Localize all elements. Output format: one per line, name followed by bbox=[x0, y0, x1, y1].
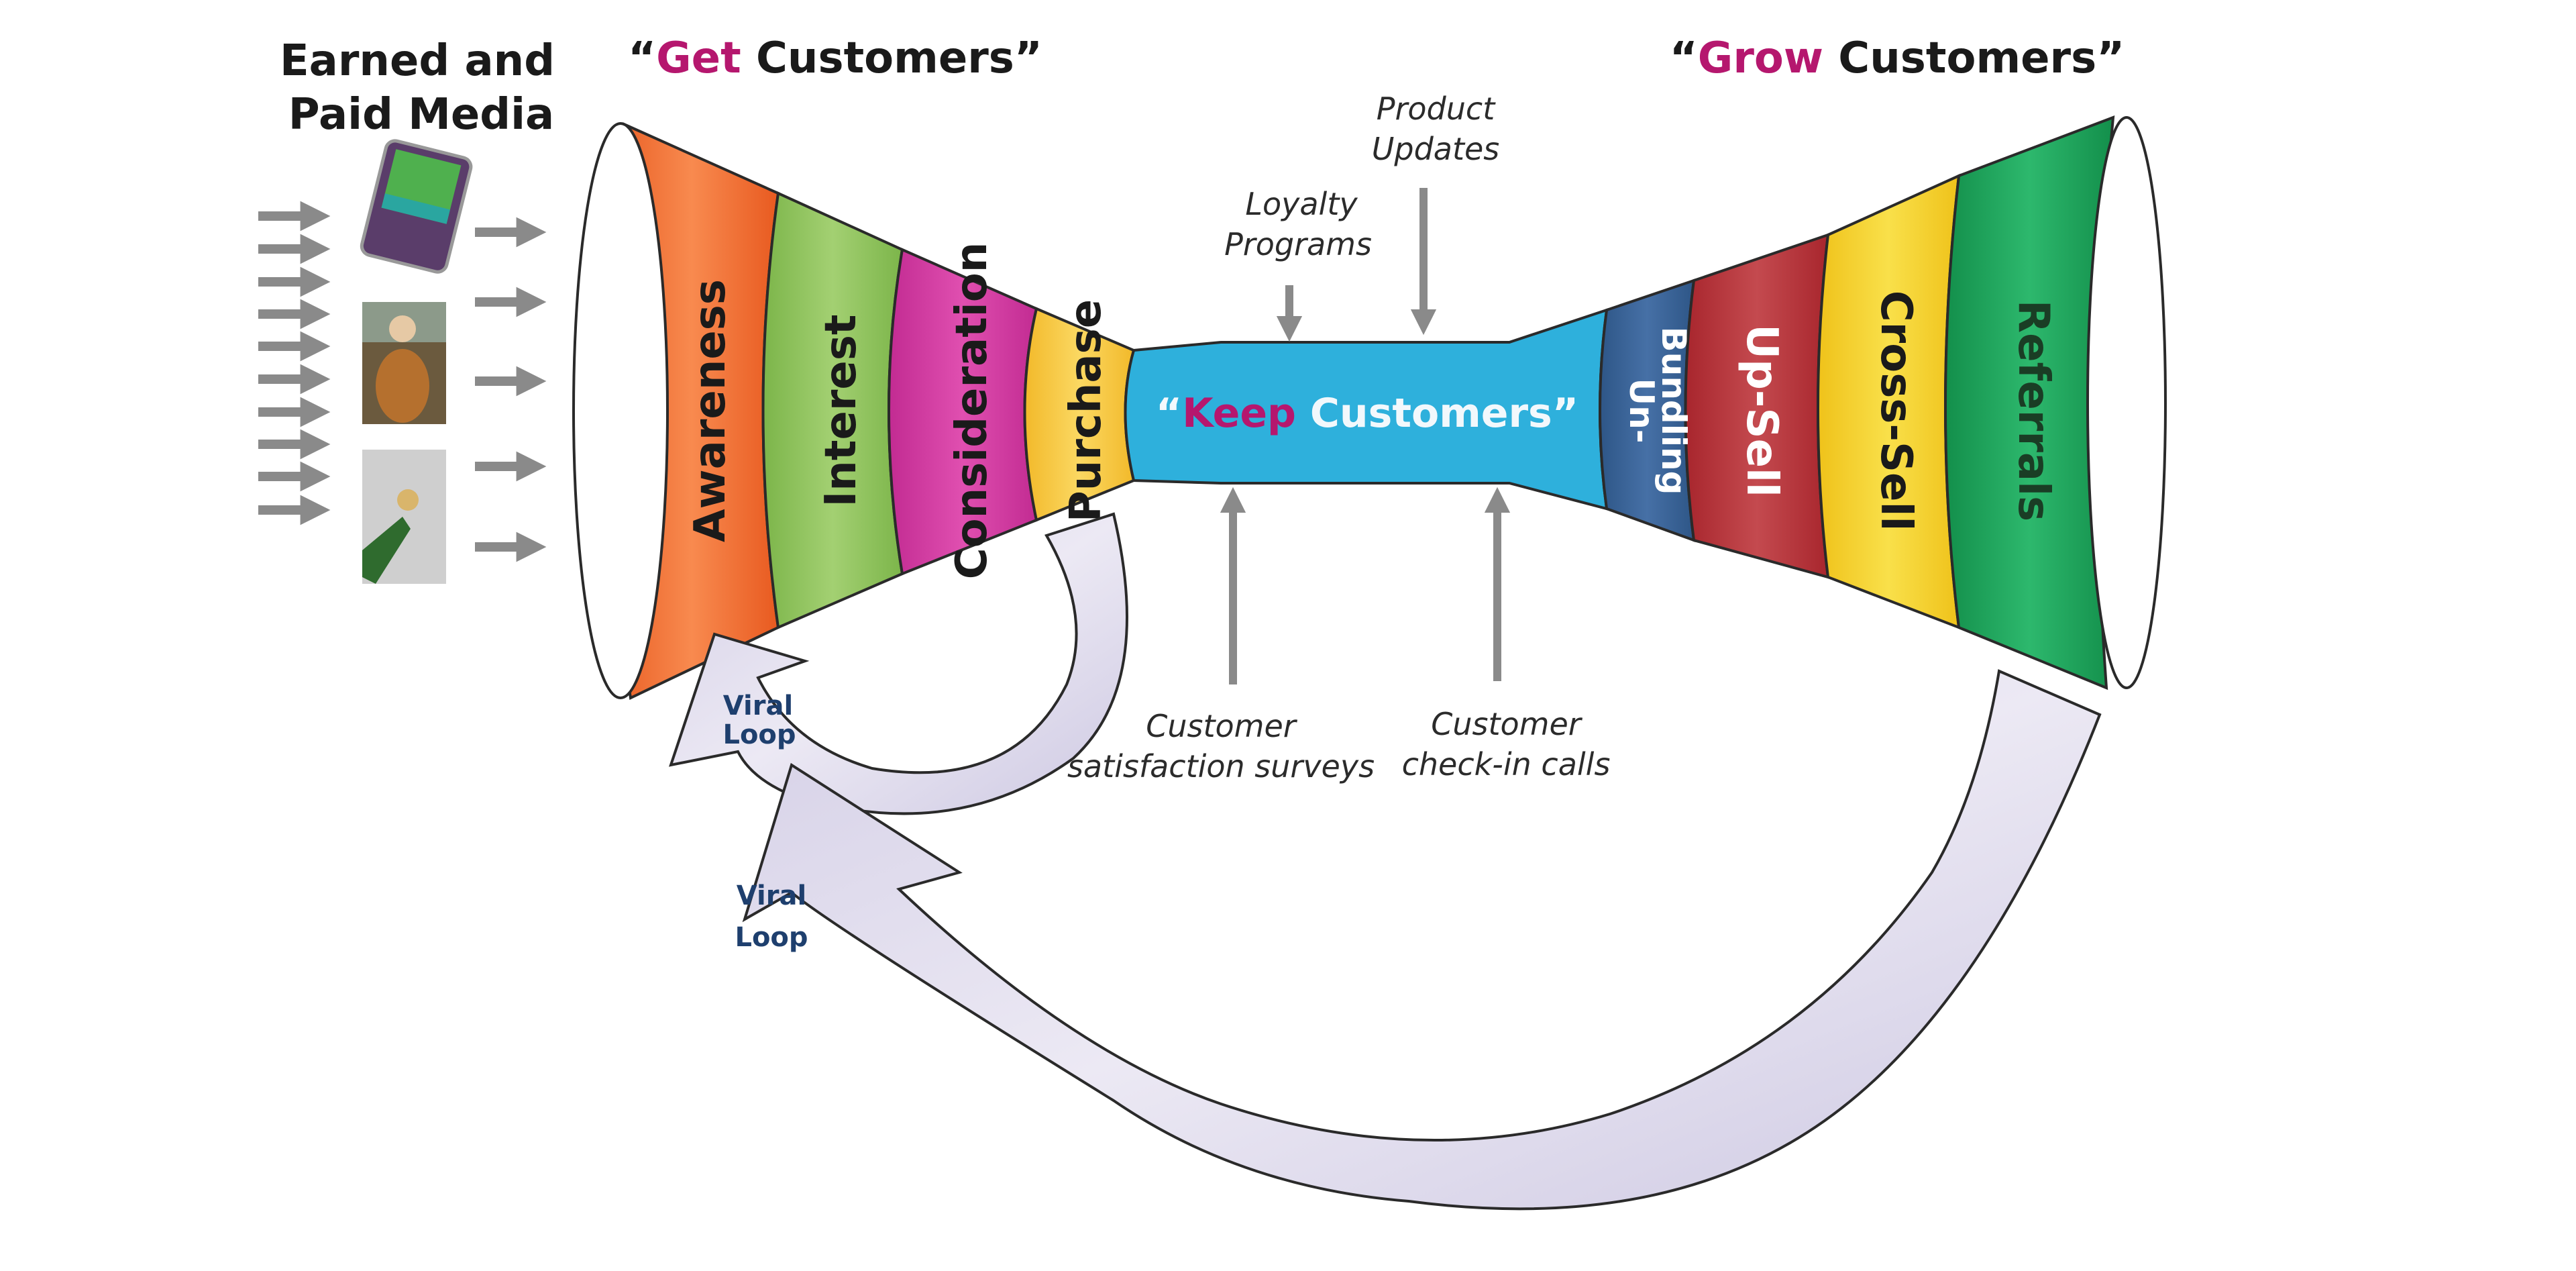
stage-label-awareness: Awareness bbox=[686, 279, 735, 542]
stage-label-upsell: Up-Sell bbox=[1737, 324, 1786, 497]
note-checkin-line2: check-in calls bbox=[1402, 746, 1611, 782]
grow-funnel bbox=[1599, 115, 2167, 691]
stage-label-crosssell: Cross-Sell bbox=[1871, 291, 1921, 531]
media-title-line1: Earned and bbox=[280, 36, 555, 86]
get-funnel bbox=[572, 122, 1136, 700]
media-section: Earned and Paid Media bbox=[258, 36, 555, 584]
note-survey-line2: satisfaction surveys bbox=[1067, 748, 1375, 784]
grow-customers-title: “Grow Customers” bbox=[1670, 34, 2125, 83]
grow-funnel-mouth bbox=[2086, 116, 2167, 689]
get-customers-title: “Get Customers” bbox=[628, 34, 1042, 83]
media-title-line2: Paid Media bbox=[288, 90, 554, 140]
note-loyalty-line1: Loyalty bbox=[1245, 186, 1358, 222]
viral-loop-large: Viral Loop bbox=[735, 669, 2102, 1211]
champagne-photo-icon bbox=[362, 450, 446, 584]
stage-label-purchase: Purchase bbox=[1061, 299, 1111, 522]
retention-notes: Loyalty Programs Product Updates Custome… bbox=[1067, 91, 1610, 784]
viral-loop-small-line1: Viral bbox=[723, 691, 793, 721]
viral-loop-small-line2: Loop bbox=[722, 719, 796, 750]
note-survey-line1: Customer bbox=[1146, 708, 1298, 744]
viral-loop-large-arrow bbox=[742, 669, 2102, 1211]
stage-label-unbundling-line2: Bundling bbox=[1654, 327, 1693, 495]
incoming-arrows bbox=[258, 201, 331, 525]
retention-arrows bbox=[1220, 188, 1511, 684]
cowboy-photo-icon bbox=[362, 302, 446, 424]
viral-loop-small-arrow bbox=[669, 512, 1128, 815]
stage-label-interest: Interest bbox=[816, 314, 866, 507]
get-stage-labels: Awareness Interest Consideration Purchas… bbox=[686, 242, 1111, 580]
stage-label-referrals: Referrals bbox=[2008, 300, 2058, 521]
get-funnel-mouth bbox=[572, 122, 669, 699]
note-product-line2: Updates bbox=[1372, 131, 1500, 167]
viral-loop-large-line2: Loop bbox=[735, 922, 808, 953]
grow-stage-labels: Un- Bundling Up-Sell Cross-Sell Referral… bbox=[1622, 291, 2058, 531]
note-product-line1: Product bbox=[1377, 91, 1496, 127]
stage-label-unbundling-line1: Un- bbox=[1622, 378, 1661, 444]
note-checkin-line1: Customer bbox=[1431, 706, 1583, 742]
outgoing-arrows bbox=[475, 217, 547, 562]
note-loyalty-line2: Programs bbox=[1224, 226, 1372, 262]
keep-customers-title: “Keep Customers” bbox=[1156, 390, 1578, 437]
stage-label-consideration: Consideration bbox=[947, 242, 997, 580]
viral-loop-large-line1: Viral bbox=[737, 880, 806, 911]
viral-loop-small: Viral Loop bbox=[669, 512, 1128, 815]
mobile-device-icon bbox=[360, 139, 473, 274]
